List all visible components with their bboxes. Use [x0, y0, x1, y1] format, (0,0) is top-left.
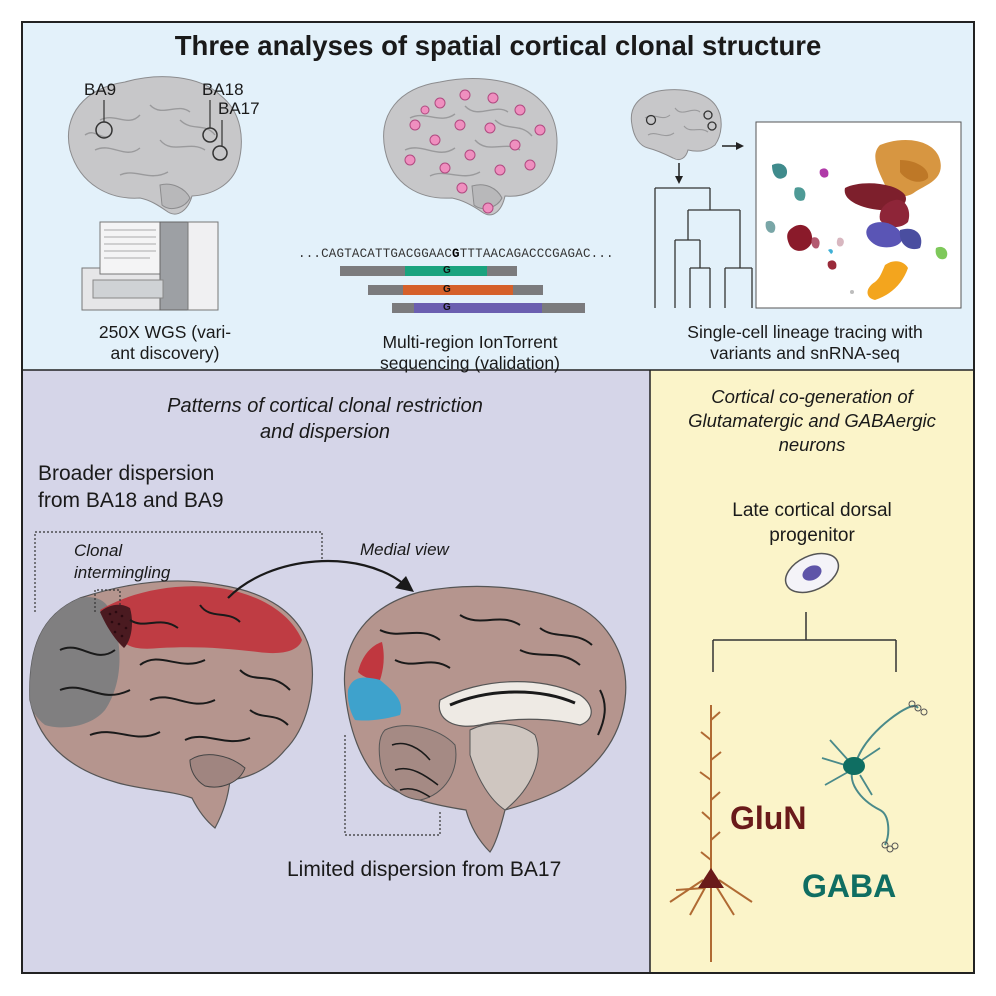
region-medial-red: [358, 642, 384, 680]
right-panel-heading: Cortical co-generation of Glutamatergic …: [688, 386, 936, 455]
sample-site: [482, 202, 494, 214]
glun-soma: [698, 868, 724, 888]
sample-site: [464, 149, 476, 161]
label-ba9: BA9: [84, 80, 117, 99]
progenitor-label: Late cortical dorsal progenitor: [732, 500, 892, 546]
left-panel-heading: Patterns of cortical clonal restriction …: [167, 395, 483, 443]
read-3-variant: G: [443, 302, 451, 313]
lineage-caption: Single-cell lineage tracing with variant…: [687, 322, 923, 363]
label-ba17: BA17: [218, 99, 260, 118]
sequencing-reads: [340, 266, 585, 313]
read-1-right: [487, 266, 517, 276]
read-3-variant-segment: [414, 303, 542, 313]
sample-site: [509, 139, 521, 151]
read-1-left: [340, 266, 405, 276]
sample-site: [454, 119, 466, 131]
brain-medial: [343, 585, 627, 853]
read-3-right: [542, 303, 585, 313]
read-1-variant-segment: [405, 266, 487, 276]
read-1-variant: G: [443, 265, 451, 276]
read-2-variant-segment: [403, 285, 513, 295]
limited-dispersion-label: Limited dispersion from BA17: [287, 858, 562, 881]
read-2-right: [513, 285, 543, 295]
sample-site: [409, 119, 421, 131]
sample-site: [420, 105, 430, 115]
region-ba9-red: [100, 586, 302, 654]
gabaergic-neuron-icon: [821, 700, 928, 853]
arrow-down-icon: [675, 163, 683, 184]
sample-site: [439, 162, 451, 174]
figure-title: Three analyses of spatial cortical clona…: [174, 30, 822, 61]
sample-site: [429, 134, 441, 146]
sample-site: [524, 159, 536, 171]
umap-plot: [755, 121, 962, 309]
dotted-brackets: [34, 531, 441, 836]
sample-sites: [404, 89, 546, 214]
sample-site: [404, 154, 416, 166]
sample-site: [456, 182, 468, 194]
label-ba18: BA18: [202, 80, 244, 99]
sample-site: [494, 164, 506, 176]
umap-clusters: [765, 140, 948, 300]
sample-site: [514, 104, 526, 116]
dna-sequence: ...CAGTACATTGACGGAACGTTTAACAGACCCGAGAC..…: [298, 247, 614, 261]
iontorrent-caption: Multi-region IonTorrent sequencing (vali…: [380, 332, 560, 373]
brain-lateral: [29, 580, 313, 829]
region-medial-blue: [347, 677, 402, 721]
broader-dispersion-label: Broader dispersion from BA18 and BA9: [38, 462, 224, 512]
sample-site: [459, 89, 471, 101]
brain-wgs: [68, 76, 242, 215]
sample-site: [534, 124, 546, 136]
read-2-left: [368, 285, 403, 295]
read-2-variant: G: [443, 284, 451, 295]
region-ba17-gray: [29, 597, 120, 728]
right-panel: [650, 370, 974, 973]
clonal-intermingling-label: Clonal intermingling: [74, 541, 171, 582]
gaba-label: GABA: [802, 868, 897, 904]
variant-base: G: [452, 247, 460, 261]
read-3-left: [392, 303, 414, 313]
lineage-tree: [654, 187, 753, 308]
lineage-split: [712, 612, 897, 672]
sample-site: [434, 97, 446, 109]
sample-site: [484, 122, 496, 134]
figure-border: [21, 21, 975, 974]
arrow-right-icon: [722, 142, 744, 150]
glutamatergic-neuron-icon: [669, 705, 753, 962]
region-marker-ba17: [212, 145, 228, 161]
sequencer-machine-icon: [81, 221, 219, 311]
brain-lineage: [630, 89, 722, 161]
progenitor-cell-icon: [784, 552, 840, 594]
medial-view-arrow-icon: [227, 560, 414, 599]
medial-view-label: Medial view: [360, 540, 449, 559]
clonal-intermingling-zone: [100, 604, 132, 648]
sample-site: [487, 92, 499, 104]
glun-label: GluN: [730, 800, 807, 836]
wgs-caption: 250X WGS (vari- ant discovery): [98, 322, 232, 363]
